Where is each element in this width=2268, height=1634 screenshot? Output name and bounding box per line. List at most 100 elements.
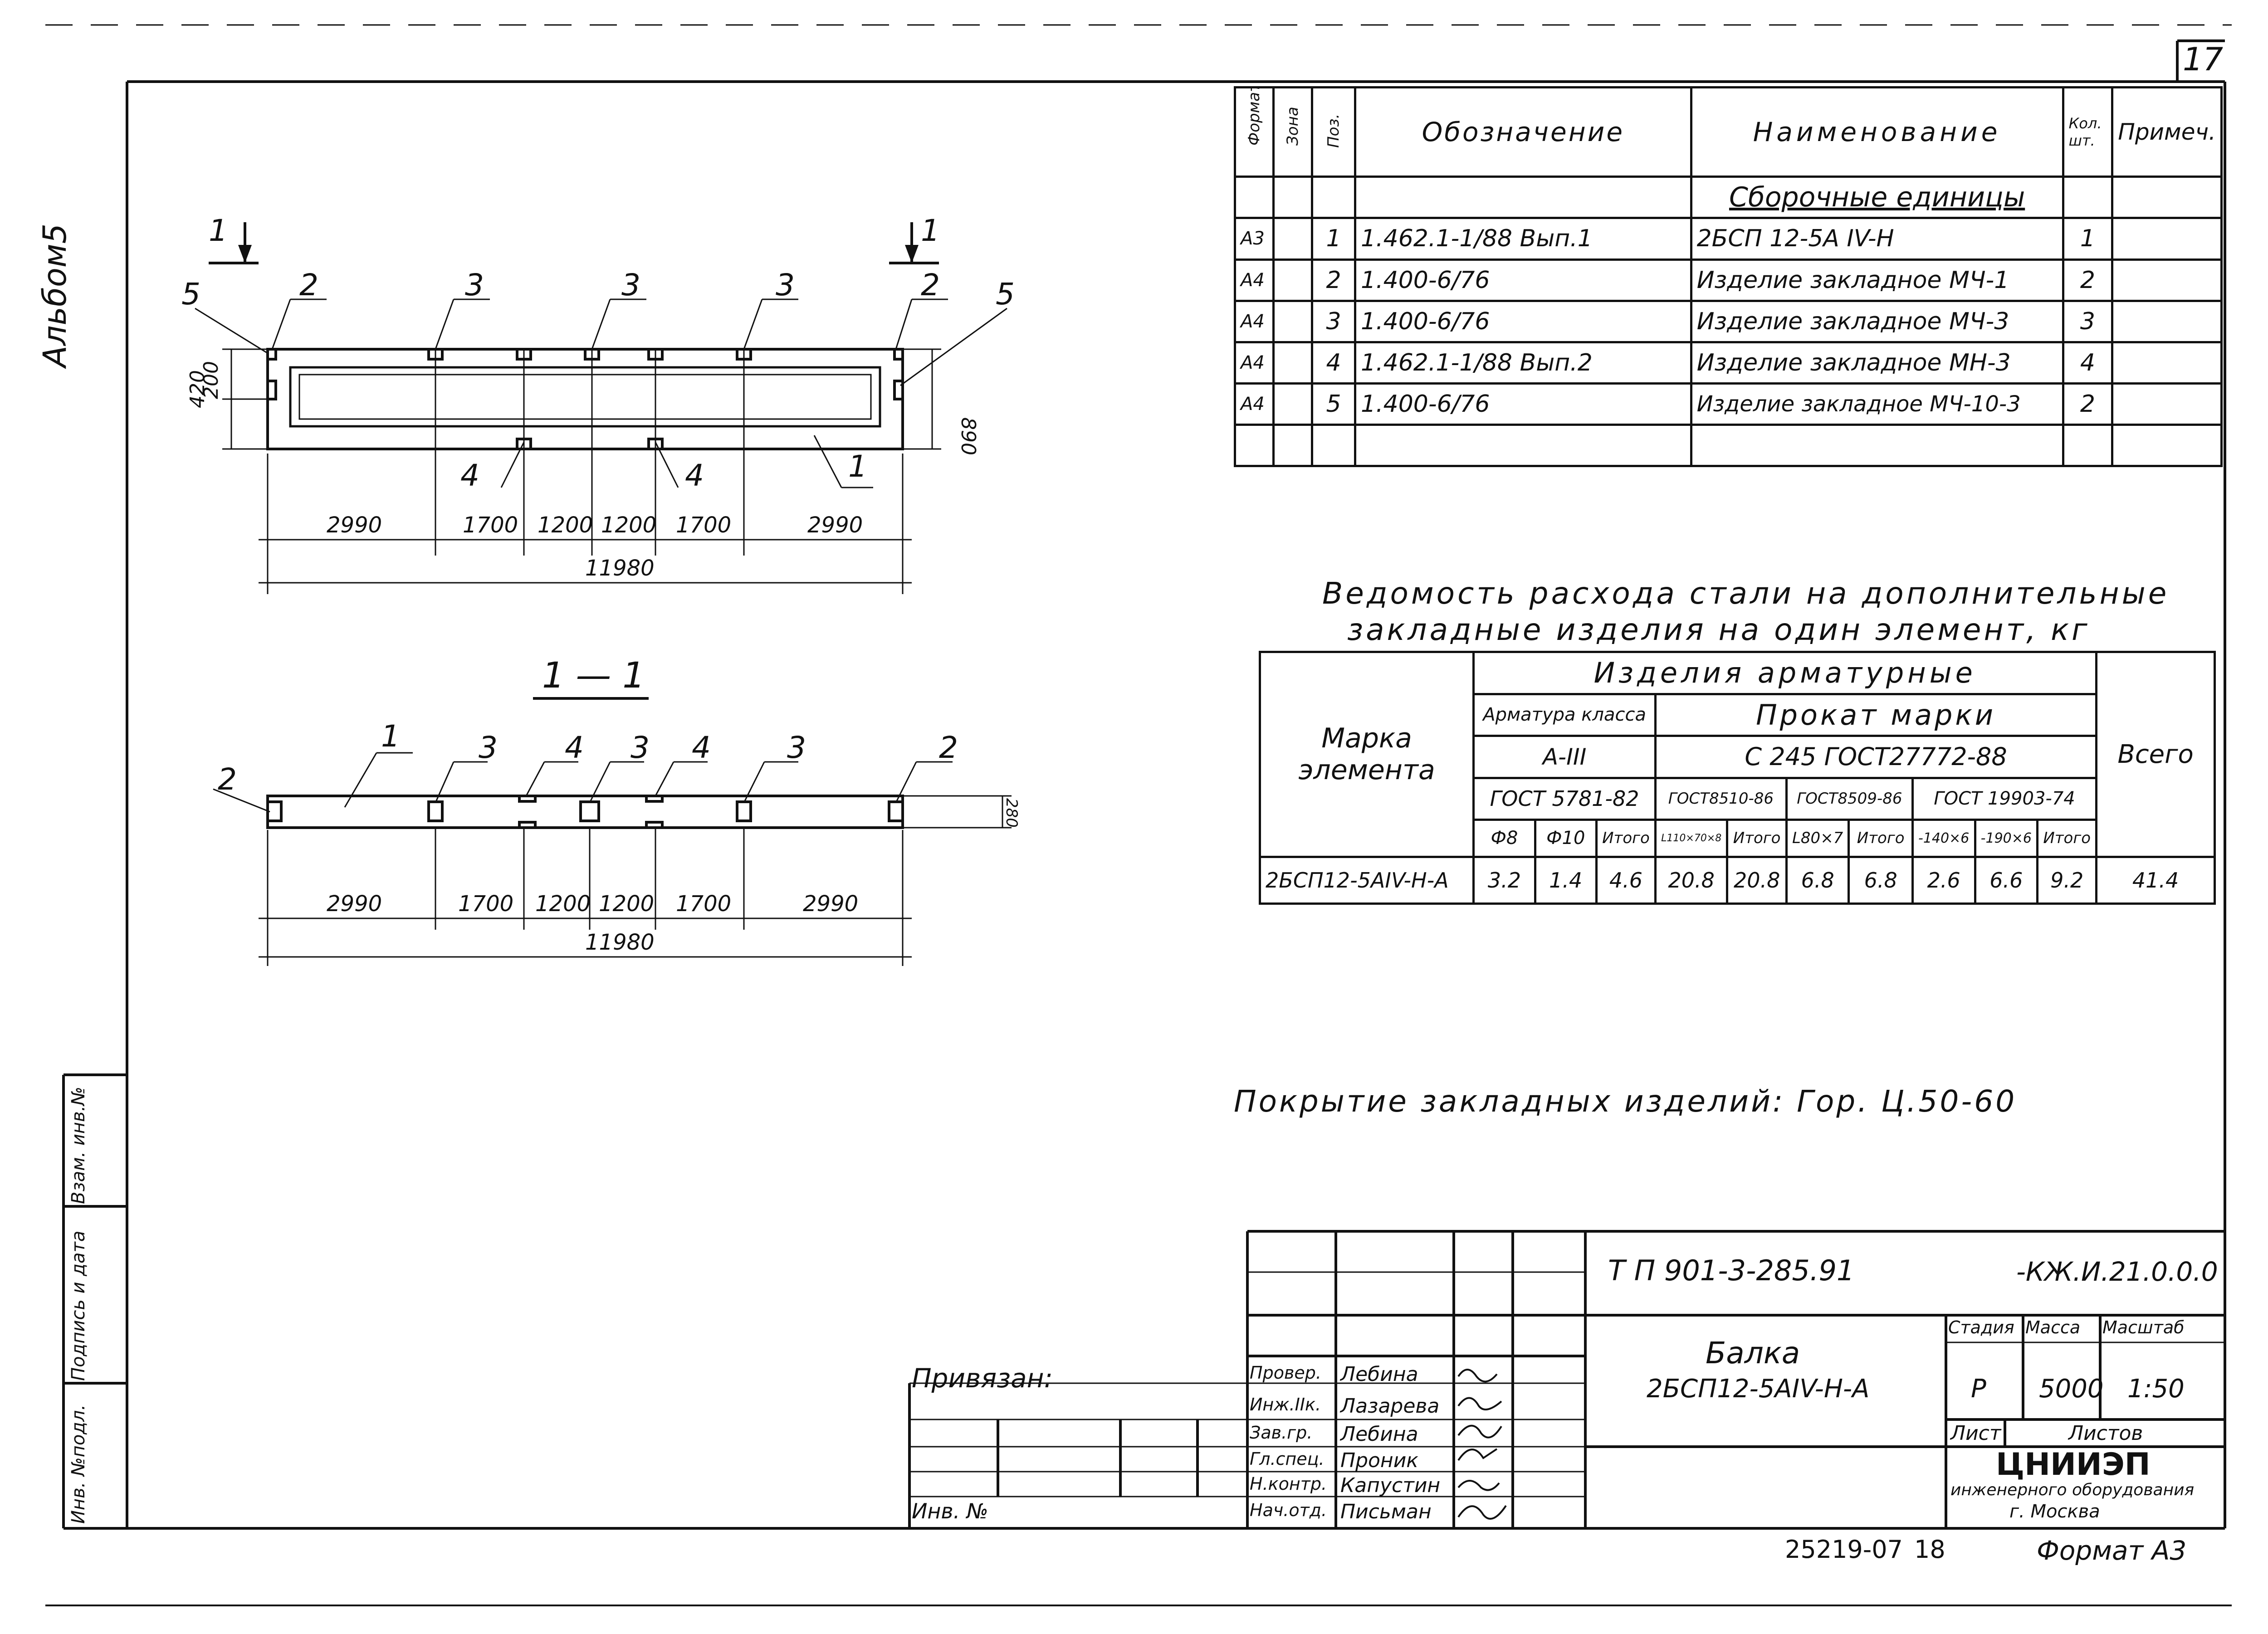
dim-1200-a: 1200: [538, 512, 593, 538]
spec-h-zone: Зона: [1272, 86, 1313, 178]
sec-pos-4a: 4: [565, 730, 584, 765]
tb-h-sheets: Листов: [2068, 1422, 2143, 1445]
pos-label-5-right: 5: [996, 277, 1015, 312]
dim-1700-b: 1700: [676, 512, 732, 538]
tb-role-1: Провер.: [1250, 1363, 1321, 1383]
steel-title-2: закладные изделия на один элемент, кг: [1347, 612, 2090, 647]
steel-h-gost1: ГОСТ 5781-82: [1472, 776, 1657, 821]
tb-org-3: г. Москва: [2009, 1501, 2100, 1522]
tb-scale: 1:50: [2127, 1374, 2185, 1404]
sec-pos-2-right: 2: [939, 730, 958, 765]
steel-h-steel: С 245 ГОСТ27772-88: [1654, 735, 2098, 779]
coating-note: Покрытие закладных изделий: Гор. Ц.50-60: [1234, 1084, 2017, 1119]
sec-dim-1200-a: 1200: [535, 891, 591, 917]
tb-person-1: Лебина: [1340, 1363, 1418, 1386]
steel-h-armatura: Арматура класса: [1472, 693, 1657, 737]
spec-h-designation: Обозначение: [1354, 86, 1692, 178]
sec-dim-2990-a: 2990: [327, 891, 382, 917]
pos-label-3a: 3: [465, 268, 484, 302]
steel-sub: Итого: [1726, 819, 1788, 858]
tb-h-stage: Стадия: [1948, 1317, 2014, 1337]
steel-h-group: Изделия арматурные: [1472, 651, 2098, 695]
spec-row: А3 1 1.462.1-1/88 Вып.1 2БСП 12-5А IV-Н …: [1234, 217, 2223, 261]
sheet-number: 17: [2183, 41, 2224, 78]
pos-label-5-left: 5: [181, 277, 200, 312]
spec-row: А4 5 1.400-6/76 Изделие закладное МЧ-10-…: [1234, 382, 2223, 426]
steel-row: 2БСП12-5АIV-Н-А 3.2 1.4 4.6 20.8 20.8 6.…: [1258, 855, 2216, 905]
sec-dim-2990-b: 2990: [803, 891, 859, 917]
tb-person-5: Капустин: [1340, 1474, 1441, 1497]
tb-role-6: Нач.отд.: [1250, 1500, 1327, 1520]
tb-role-2: Инж.IIк.: [1250, 1395, 1321, 1415]
spec-h-qty: Кол. шт.: [2062, 86, 2114, 178]
sec-dim-overall: 11980: [585, 930, 655, 955]
tb-code-suffix: -КЖ.И.21.0.0.0: [2016, 1256, 2218, 1287]
dim-2990-b: 2990: [807, 512, 863, 538]
dim-1700-a: 1700: [463, 512, 518, 538]
spec-table: Формат Зона Поз. Обозначение Наименовани…: [1234, 86, 2223, 468]
steel-h-total: Всего: [2095, 651, 2216, 858]
steel-sub: -190×6: [1974, 819, 2039, 858]
spec-row: А4 4 1.462.1-1/88 Вып.2 Изделие закладно…: [1234, 341, 2223, 385]
tb-stage: Р: [1971, 1374, 1986, 1404]
steel-h-class: А-III: [1472, 735, 1657, 779]
steel-h-gost4: ГОСТ 19903-74: [1911, 776, 2098, 821]
tb-person-4: Проник: [1340, 1449, 1418, 1472]
pos-label-2-left: 2: [299, 268, 318, 302]
spec-h-pos: Поз.: [1311, 86, 1356, 178]
steel-title-1: Ведомость расхода стали на дополнительны…: [1322, 576, 2170, 611]
tb-h-sheet: Лист: [1950, 1422, 2001, 1445]
sec-dim-1700-b: 1700: [676, 891, 732, 917]
sec-pos-3b: 3: [631, 730, 650, 765]
sec-pos-4b: 4: [692, 730, 711, 765]
steel-sub: Итого: [1848, 819, 1914, 858]
sec-pos-3a: 3: [479, 730, 498, 765]
section-title: 1 — 1: [542, 655, 645, 696]
dim-890: 890: [957, 417, 980, 455]
tb-h-mass: Масса: [2025, 1317, 2081, 1337]
pos-label-1: 1: [848, 449, 867, 484]
tb-org-2: инженерного оборудования: [1950, 1481, 2195, 1499]
pos-label-4b: 4: [685, 458, 704, 493]
tb-name-2: 2БСП12-5АIV-Н-А: [1647, 1374, 1870, 1404]
spec-h-name: Наименование: [1690, 86, 2064, 178]
tb-inv: Инв. №: [912, 1499, 988, 1523]
dim-200: 200: [200, 361, 223, 399]
steel-sub: Ф10: [1534, 819, 1598, 858]
tb-name-1: Балка: [1706, 1336, 1800, 1371]
tb-h-scale: Масштаб: [2102, 1317, 2185, 1337]
cut-label-right: 1: [921, 213, 940, 248]
steel-h-mark: Марка элемента: [1258, 651, 1475, 858]
footer-num: 18: [1914, 1535, 1945, 1564]
steel-h-gost2: ГОСТ8510-86: [1654, 776, 1788, 821]
tb-mass: 5000: [2039, 1374, 2104, 1404]
steel-table: Марка элемента Изделия арматурные Всего …: [1258, 651, 2216, 905]
spec-row: А4 3 1.400-6/76 Изделие закладное МЧ-3 3: [1234, 299, 2223, 343]
dim-280: 280: [1002, 798, 1021, 828]
pos-label-3c: 3: [776, 268, 795, 302]
album-label: Альбом5: [36, 223, 73, 367]
tb-code: Т П 901-3-285.91: [1608, 1254, 1855, 1287]
sec-pos-1: 1: [381, 719, 400, 754]
sec-dim-1200-b: 1200: [599, 891, 655, 917]
dim-1200-b: 1200: [601, 512, 657, 538]
tb-role-4: Гл.спец.: [1250, 1449, 1325, 1469]
strip-vzam-inv: Взам. инв.№: [68, 1087, 89, 1204]
footer-format: Формат А3: [2037, 1535, 2187, 1566]
tb-role-3: Зав.гр.: [1250, 1423, 1313, 1443]
pos-label-4a: 4: [460, 458, 479, 493]
tb-role-5: Н.контр.: [1250, 1474, 1327, 1494]
tb-org-1: ЦНИИЭП: [1996, 1447, 2151, 1483]
dim-overall: 11980: [585, 556, 655, 581]
tb-person-2: Лазарева: [1340, 1395, 1440, 1418]
strip-inv-podl: Инв. №подл.: [68, 1404, 89, 1524]
steel-h-gost3: ГОСТ8509-86: [1785, 776, 1914, 821]
dim-2990-a: 2990: [327, 512, 382, 538]
steel-sub: L110×70×8: [1654, 819, 1729, 858]
tb-person-3: Лебина: [1340, 1423, 1418, 1446]
steel-sub: -140×6: [1911, 819, 1976, 858]
pos-label-3b: 3: [621, 268, 640, 302]
sec-pos-3c: 3: [787, 730, 806, 765]
steel-sub: L80×7: [1785, 819, 1850, 858]
